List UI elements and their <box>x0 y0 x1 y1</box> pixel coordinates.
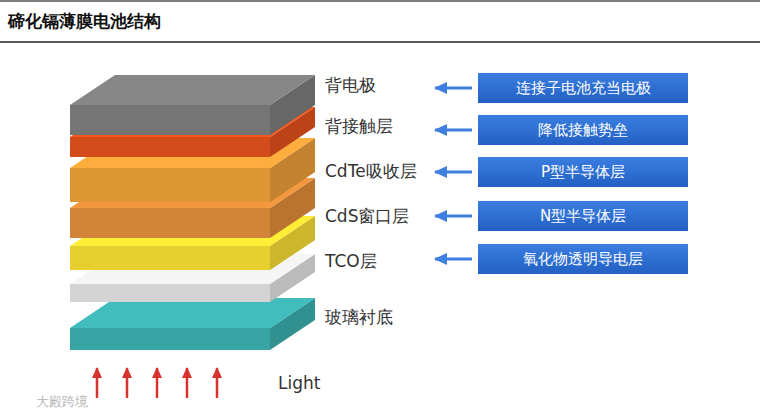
layer-label: 背电极 <box>321 75 433 97</box>
layer-name: TCO层 <box>325 251 377 271</box>
note-box: 降低接触势垒 <box>478 115 688 145</box>
note-box: N型半导体层 <box>478 201 688 231</box>
light-ray-arrow <box>186 368 189 398</box>
watermark: 大殿跨境 <box>36 393 88 411</box>
pointer-arrow <box>435 171 472 174</box>
slab-front <box>70 105 270 135</box>
layer-label: 玻璃衬底 <box>321 307 433 329</box>
light-ray-arrow <box>96 368 99 398</box>
layer-label: CdS窗口层 <box>321 206 433 228</box>
layer-label: TCO层 <box>321 251 433 273</box>
layer-name: CdS窗口层 <box>325 206 409 226</box>
slab-front <box>70 328 270 350</box>
light-ray-arrow <box>156 368 159 398</box>
note-box: P型半导体层 <box>478 157 688 187</box>
note-text: 降低接触势垒 <box>538 121 628 139</box>
slab-top <box>70 298 315 328</box>
note-text: N型半导体层 <box>540 207 626 225</box>
pointer-arrow <box>435 215 472 218</box>
slab-front <box>70 208 270 238</box>
light-ray-arrow <box>126 368 129 398</box>
slab-top <box>70 75 315 105</box>
pointer-arrow <box>435 87 472 90</box>
layer-name: 玻璃衬底 <box>325 307 393 327</box>
light-rays <box>97 368 217 398</box>
layer-slab <box>70 298 315 350</box>
layer-name: CdTe吸收层 <box>325 161 417 181</box>
note-text: 氧化物透明导电层 <box>523 250 643 268</box>
pointer-arrow <box>435 129 472 132</box>
slab-front <box>70 246 270 270</box>
title-rule <box>0 41 760 43</box>
slab-front <box>70 137 270 157</box>
light-ray-arrow <box>216 368 219 398</box>
note-text: P型半导体层 <box>541 163 625 181</box>
note-text: 连接子电池充当电极 <box>516 79 651 97</box>
slab-front <box>70 284 270 302</box>
layer-name: 背电极 <box>325 75 376 95</box>
light-label: Light <box>278 373 320 393</box>
note-box: 氧化物透明导电层 <box>478 244 688 274</box>
layer-slab <box>70 75 315 135</box>
pointer-arrow <box>435 258 472 261</box>
note-box: 连接子电池充当电极 <box>478 73 688 103</box>
layer-name: 背接触层 <box>325 116 393 136</box>
layer-label: 背接触层 <box>321 116 433 138</box>
slab-front <box>70 168 270 202</box>
diagram-title: 碲化镉薄膜电池结构 <box>8 10 161 33</box>
layer-stack <box>70 75 315 350</box>
layer-label: CdTe吸收层 <box>321 161 433 183</box>
frame-line <box>0 0 760 2</box>
